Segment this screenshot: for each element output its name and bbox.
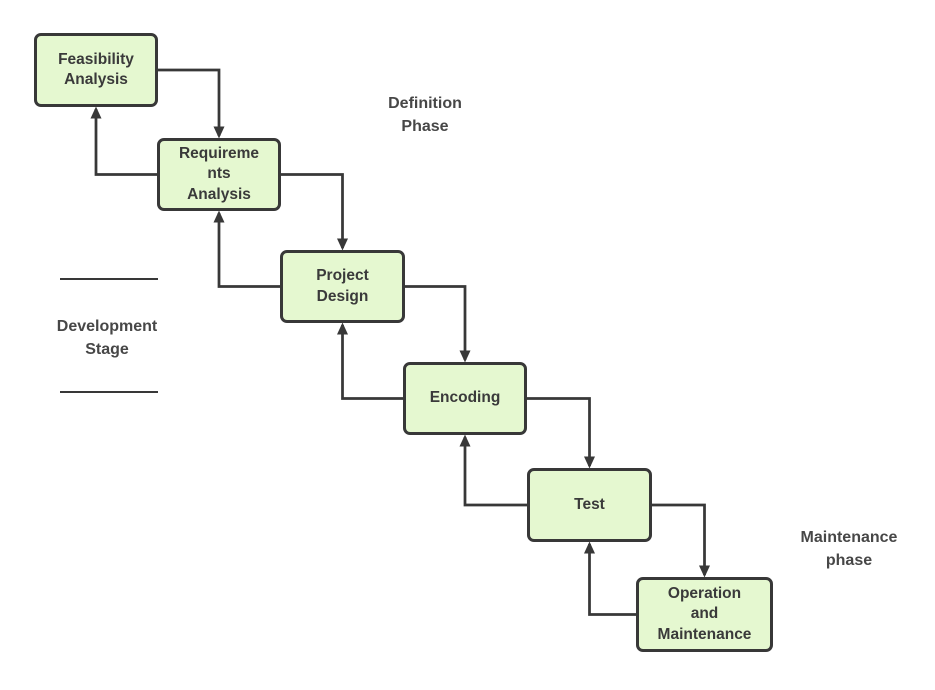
- node-operation-and-maintenance: Operation and Maintenance: [636, 577, 773, 652]
- node-label: Encoding: [429, 389, 501, 407]
- edge-forward-feasibility-analysis-to-requirements-analysis: [158, 68, 225, 139]
- node-test: Test: [527, 468, 652, 542]
- node-project-design: Project Design: [280, 250, 405, 323]
- edge-backward-project-design-to-requirements-analysis: [213, 210, 280, 288]
- node-label: Project Design: [316, 267, 369, 305]
- node-requirements-analysis: Requireme nts Analysis: [157, 138, 281, 211]
- node-label: Feasibility Analysis: [58, 50, 134, 88]
- edge-forward-requirements-analysis-to-project-design: [281, 173, 348, 251]
- edge-forward-encoding-to-test: [527, 397, 595, 469]
- edge-backward-encoding-to-project-design: [337, 322, 403, 400]
- edge-forward-test-to-operation-and-maintenance: [652, 503, 710, 578]
- label-development-stage: Development Stage: [56, 318, 158, 358]
- edge-backward-test-to-encoding: [459, 434, 527, 507]
- label-maintenance-phase: Maintenance phase: [800, 529, 898, 569]
- edge-backward-requirements-analysis-to-feasibility-analysis: [90, 106, 157, 176]
- node-feasibility-analysis: Feasibility Analysis: [34, 33, 158, 107]
- node-encoding: Encoding: [403, 362, 527, 435]
- label-definition-phase: Definition Phase: [388, 95, 462, 135]
- node-label: Requireme nts Analysis: [178, 144, 260, 203]
- edge-forward-project-design-to-encoding: [405, 285, 471, 363]
- node-label: Test: [574, 495, 605, 513]
- edge-backward-operation-and-maintenance-to-test: [584, 541, 636, 616]
- node-label: Operation and Maintenance: [657, 584, 752, 643]
